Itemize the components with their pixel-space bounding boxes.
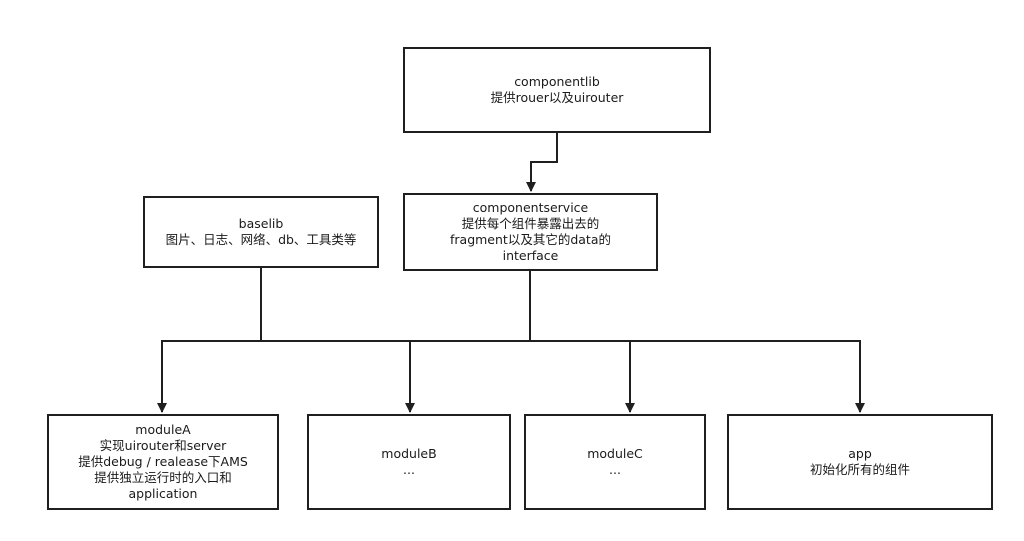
node-componentservice-line-4: interface <box>502 248 559 263</box>
node-moduleA-line-4: 提供独立运行时的入口和 <box>94 470 232 485</box>
node-componentlib[interactable]: componentlib 提供rouer以及uirouter <box>403 47 711 133</box>
node-componentlib-line-2: 提供rouer以及uirouter <box>490 90 624 105</box>
node-componentservice[interactable]: componentservice 提供每个组件暴露出去的 fragment以及其… <box>403 193 658 271</box>
node-app[interactable]: app 初始化所有的组件 <box>727 414 993 510</box>
node-componentservice-line-1: componentservice <box>472 200 589 215</box>
node-moduleC-line-2: ... <box>609 462 621 477</box>
node-moduleB-line-2: ... <box>403 462 415 477</box>
node-moduleA-line-2: 实现uirouter和server <box>99 438 227 453</box>
node-moduleA-line-5: application <box>128 486 198 501</box>
node-moduleB[interactable]: moduleB ... <box>307 414 511 510</box>
node-moduleC-line-1: moduleC <box>587 446 643 461</box>
node-moduleA-line-3: 提供debug / realease下AMS <box>78 454 248 469</box>
node-baselib[interactable]: baselib 图片、日志、网络、db、工具类等 <box>143 196 379 268</box>
node-moduleC[interactable]: moduleC ... <box>524 414 706 510</box>
node-baselib-line-2: 图片、日志、网络、db、工具类等 <box>165 232 357 247</box>
node-componentservice-line-3: fragment以及其它的data的 <box>450 232 611 247</box>
node-moduleB-line-1: moduleB <box>381 446 437 461</box>
node-componentservice-line-2: 提供每个组件暴露出去的 <box>461 216 600 231</box>
node-moduleA[interactable]: moduleA 实现uirouter和server 提供debug / real… <box>47 414 279 510</box>
node-baselib-line-1: baselib <box>238 216 284 231</box>
node-moduleA-line-1: moduleA <box>135 422 191 437</box>
node-componentlib-line-1: componentlib <box>514 74 600 89</box>
node-app-line-1: app <box>848 446 872 461</box>
edge-componentlib-to-componentservice <box>526 132 558 192</box>
node-app-line-2: 初始化所有的组件 <box>809 462 910 477</box>
